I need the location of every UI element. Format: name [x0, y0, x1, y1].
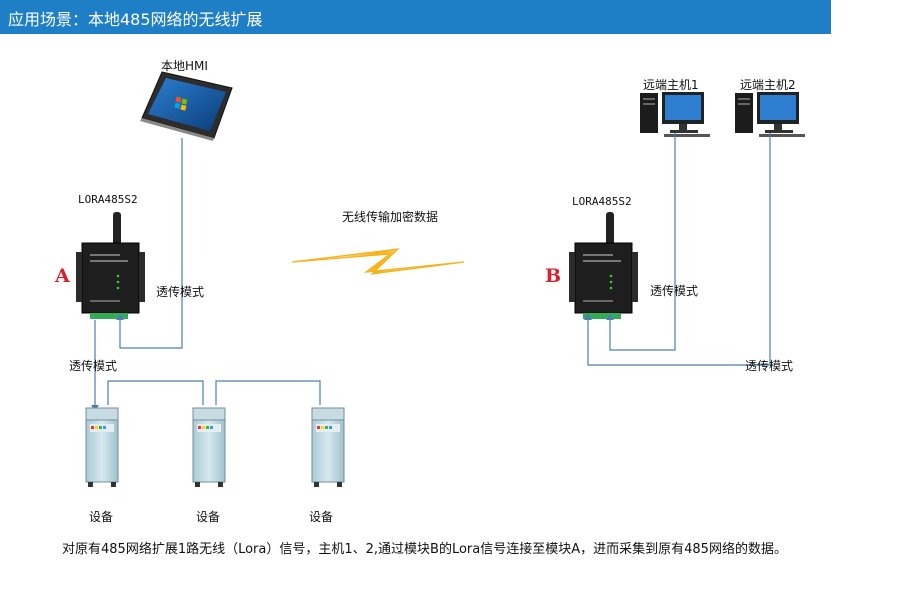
- device-cabinet-1: [85, 407, 119, 487]
- remote-host-2-computer: [735, 92, 805, 137]
- hmi-tablet: [140, 71, 233, 141]
- device-cabinet-3: [311, 407, 345, 487]
- marker-a: A: [55, 265, 70, 287]
- hmi-label: 本地HMI: [161, 59, 208, 73]
- arrow-heads: [91, 314, 614, 411]
- device-label-2: 设备: [196, 510, 221, 524]
- remote-host-1-computer: [640, 92, 710, 137]
- page-title: 应用场景：本地485网络的无线扩展: [8, 10, 263, 29]
- mode-label-a-down: 透传模式: [69, 359, 118, 373]
- lora-module-a: [76, 212, 145, 319]
- mode-label-b: 透传模式: [650, 284, 699, 298]
- mode-label-b-down: 透传模式: [745, 359, 794, 373]
- mode-label-a: 透传模式: [156, 285, 205, 299]
- connection-lines: [94, 133, 771, 405]
- device-label-3: 设备: [309, 510, 334, 524]
- device-label-1: 设备: [89, 510, 114, 524]
- remote-host-1-label: 远端主机1: [643, 78, 699, 92]
- device-cabinet-2: [192, 407, 226, 487]
- header-bar: 应用场景：本地485网络的无线扩展: [0, 0, 831, 34]
- caption-text: 对原有485网络扩展1路无线（Lora）信号，主机1、2,通过模块B的Lora信…: [62, 542, 787, 557]
- module-b-label: LORA485S2: [572, 195, 632, 208]
- marker-b: B: [545, 265, 562, 287]
- remote-host-2-label: 远端主机2: [740, 78, 796, 92]
- lora-module-b: [569, 212, 638, 319]
- wireless-lightning-icon: [291, 248, 465, 275]
- module-a-label: LORA485S2: [78, 193, 138, 206]
- wireless-label: 无线传输加密数据: [342, 210, 439, 224]
